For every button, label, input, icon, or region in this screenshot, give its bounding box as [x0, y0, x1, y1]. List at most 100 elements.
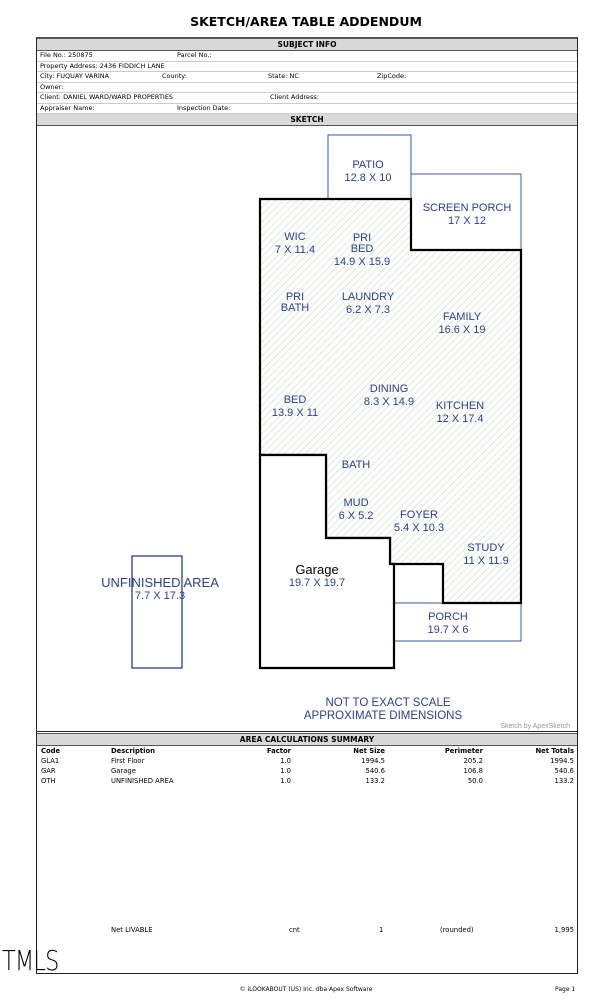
room-label: PRI [353, 232, 371, 244]
area-header: AREA CALCULATIONS SUMMARY [37, 733, 577, 746]
row-city: City: FUQUAY VARINA County: State: NC ZipCo… [37, 72, 577, 83]
net-livable-row: Net LIVABLE cnt 1 (rounded) 1,995 [37, 925, 577, 935]
zipcode: ZipCode: [377, 72, 407, 80]
area-cell: UNFINISHED AREA [111, 777, 174, 785]
sketch-credit: Sketch by ApexSketch [500, 723, 570, 730]
room-dimensions: 11 X 11.9 [463, 555, 508, 567]
room-dimensions: 12.8 X 10 [344, 172, 391, 184]
room-label: BED [351, 243, 374, 255]
copyright: © iLOOKABOUT (US) Inc. dba Apex Software [239, 986, 373, 993]
area-columns: Code Description Factor Net Size Perimet… [37, 746, 577, 756]
appraiser-name: Appraiser Name: [40, 103, 95, 112]
room-dimensions: 14.9 X 15.9 [334, 256, 390, 268]
sketch-header: SKETCH [37, 114, 577, 126]
room-label: KITCHEN [436, 400, 484, 412]
row-client: Client: DANIEL WARD/WARD PROPERTIES Clien… [37, 93, 577, 104]
tmls-watermark: TMLS [2, 944, 59, 977]
net-livable-label: Net LIVABLE [111, 926, 153, 934]
room-dimensions: 6 X 5.2 [339, 510, 374, 522]
room-label: STUDY [467, 542, 505, 554]
col-net-totals: Net Totals [535, 747, 574, 755]
room-dimensions: 12 X 17.4 [436, 413, 483, 425]
garage-outline [258, 453, 396, 670]
row-owner: Owner: [37, 82, 577, 93]
room-dimensions: 5.4 X 10.3 [394, 522, 444, 534]
col-code: Code [41, 747, 61, 755]
room-label: Garage [295, 562, 338, 577]
area-cell: 106.8 [463, 767, 483, 775]
room-dimensions: 6.2 X 7.3 [346, 304, 390, 316]
area-cell: 1.0 [280, 757, 291, 765]
page-number: Page 1 [555, 986, 576, 993]
room-label: LAUNDRY [342, 291, 395, 303]
room-label: FAMILY [443, 311, 482, 323]
net-livable-cnt: cnt [289, 926, 300, 934]
room-label: BATH [342, 459, 371, 471]
room-label: MUD [343, 497, 368, 509]
room-dimensions: 19.7 X 19.7 [289, 577, 345, 589]
room-label: PRI [286, 291, 304, 303]
area-cell: 1.0 [280, 777, 291, 785]
room-dimensions: 7 X 11.4 [275, 244, 315, 256]
room-dimensions: 16.6 X 19 [438, 324, 485, 336]
room-dimensions: 7.7 X 17.3 [135, 590, 185, 602]
area-cell: OTH [41, 777, 56, 785]
row-file: File No.: 250875 Parcel No.: [37, 51, 577, 62]
area-cell: 205.2 [463, 757, 483, 765]
subject-info-header: SUBJECT INFO [37, 39, 577, 51]
client-address: Client Address: [270, 93, 319, 101]
page-title: SKETCH/AREA TABLE ADDENDUM [190, 14, 422, 29]
room-label: DINING [370, 383, 409, 395]
row-appraiser: Appraiser Name: Inspection Date: [37, 103, 577, 114]
room-label: WIC [284, 231, 305, 243]
col-description: Description [111, 747, 155, 755]
area-cell: GAR [41, 767, 56, 775]
room-label: BED [284, 394, 307, 406]
room-dimensions: 17 X 12 [448, 215, 486, 227]
room-label: FOYER [400, 509, 438, 521]
county: County: [162, 72, 187, 80]
net-livable-count: 1 [379, 926, 384, 934]
area-cell: 133.2 [554, 777, 574, 785]
area-row: OTH UNFINISHED AREA 1.0 133.2 50.0 133.2 [37, 776, 577, 786]
unfinished-area-outline [131, 555, 183, 669]
col-perimeter: Perimeter [444, 747, 483, 755]
area-cell: 540.6 [365, 767, 385, 775]
state: State: NC [268, 72, 299, 80]
parcel-no: Parcel No.: [177, 51, 212, 59]
room-label: SCREEN PORCH [423, 202, 512, 214]
area-cell: GLA1 [41, 757, 60, 765]
area-cell: 50.0 [467, 777, 483, 785]
area-cell: Garage [111, 767, 136, 775]
net-livable-rounded: (rounded) [440, 926, 474, 934]
file-no: File No.: 250875 [40, 51, 93, 59]
room-dimensions: 19.7 X 6 [428, 624, 469, 636]
not-to-scale-note: NOT TO EXACT SCALE [325, 697, 450, 709]
client: Client: DANIEL WARD/WARD PROPERTIES [40, 93, 174, 101]
property-address: Property Address: 2436 FIDDICH LANE [40, 61, 165, 70]
room-label: PORCH [428, 611, 468, 623]
room-dimensions: 13.9 X 11 [272, 407, 318, 419]
row-address: Property Address: 2436 FIDDICH LANE [37, 61, 577, 72]
area-cell: 133.2 [365, 777, 385, 785]
area-row: GAR Garage 1.0 540.6 106.8 540.6 [37, 766, 577, 776]
approx-dimensions-note: APPROXIMATE DIMENSIONS [304, 710, 463, 722]
inspection-date: Inspection Date: [177, 103, 231, 112]
area-cell: 1994.5 [550, 757, 574, 765]
owner: Owner: [40, 82, 64, 91]
net-livable-total: 1,995 [554, 926, 574, 934]
room-label: PATIO [352, 159, 384, 171]
room-dimensions: 8.3 X 14.9 [364, 396, 414, 408]
room-label: BATH [281, 302, 310, 314]
col-net-size: Net Size [353, 747, 385, 755]
col-factor: Factor [266, 747, 291, 755]
room-label: UNFINISHED AREA [101, 575, 219, 590]
area-cell: 540.6 [554, 767, 574, 775]
city: City: FUQUAY VARINA [40, 72, 110, 80]
area-calculations: AREA CALCULATIONS SUMMARY Code Descripti… [37, 733, 577, 786]
area-cell: 1.0 [280, 767, 291, 775]
